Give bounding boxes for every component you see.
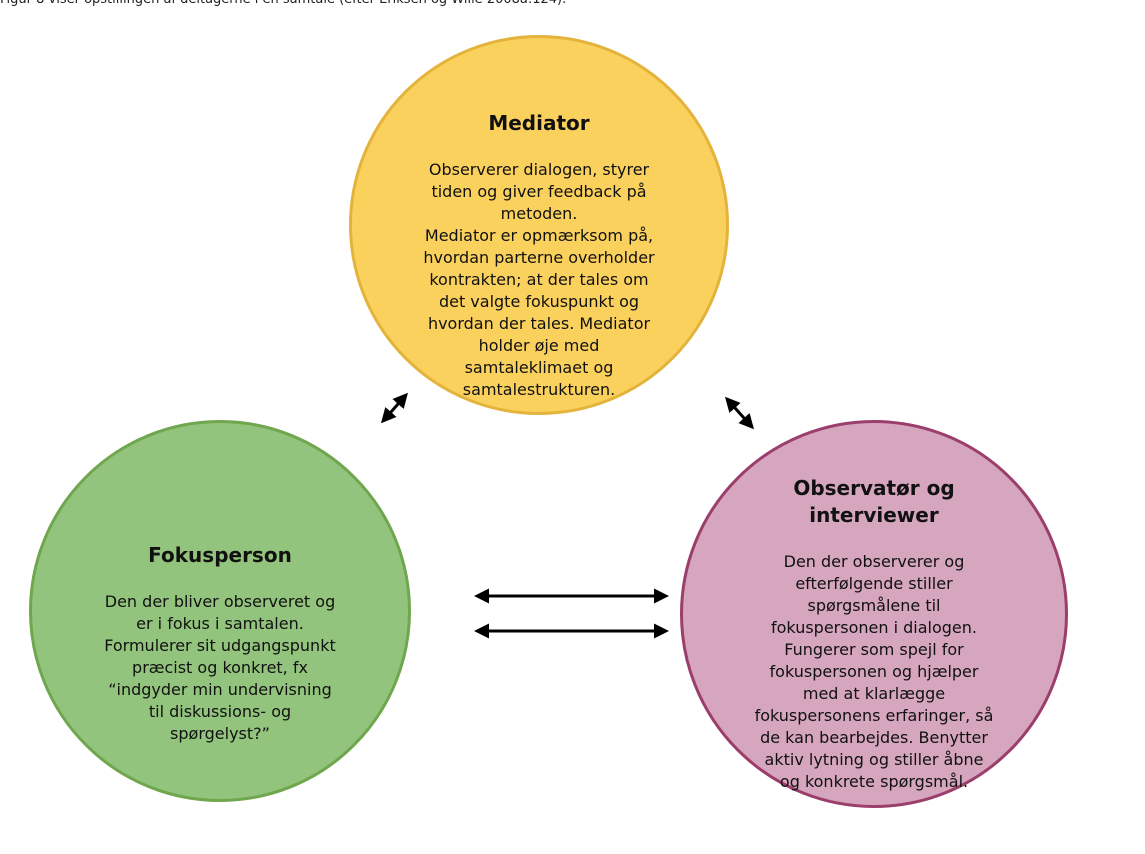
observator-description: Den der observerer og efterfølgende stil… (754, 552, 994, 791)
arrow-mediator-fokusperson (381, 392, 408, 424)
observator-circle (680, 420, 1068, 808)
fokusperson-title: Fokusperson (148, 543, 292, 567)
observator-title: Observatør og interviewer (793, 476, 955, 527)
fokusperson-text-block: Fokusperson Den der bliver observeret og… (69, 520, 371, 767)
mediator-circle (349, 35, 729, 415)
arrow-mediator-observator (725, 396, 754, 430)
mediator-description: Observerer dialogen, styrer tiden og giv… (423, 160, 655, 399)
caption-text: Figur 8 viser opstillingen af deltagerne… (0, 0, 1145, 8)
fokusperson-circle (29, 420, 411, 802)
mediator-title: Mediator (488, 111, 590, 135)
mediator-text-block: Mediator Observerer dialogen, styrer tid… (404, 88, 674, 423)
observator-text-block: Observatør og interviewer Den der observ… (724, 453, 1024, 815)
fokusperson-description: Den der bliver observeret og er i fokus … (104, 592, 336, 743)
